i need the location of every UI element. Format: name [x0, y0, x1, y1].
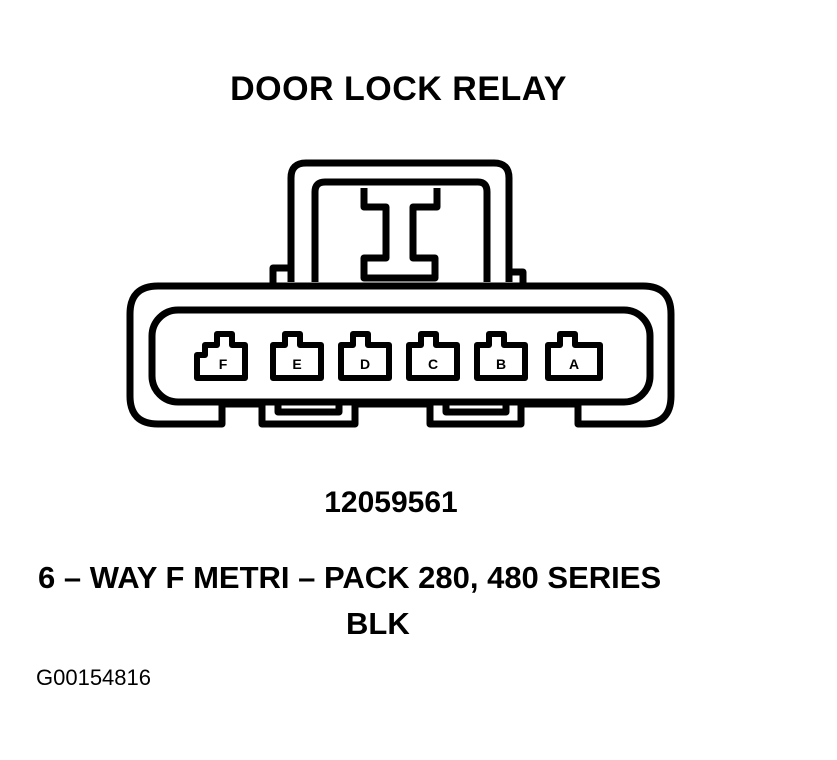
pin-label-d: D: [360, 356, 370, 372]
connector-description: 6 – WAY F METRI – PACK 280, 480 SERIES: [38, 560, 662, 595]
pin-label-f: F: [219, 356, 228, 372]
part-number: 12059561: [324, 486, 458, 519]
connector-latch-tbar: [360, 188, 441, 282]
pin-label-c: C: [428, 356, 438, 372]
pin-label-a: A: [569, 356, 579, 372]
terminal-cavity-c: [406, 331, 460, 381]
figure-id: G00154816: [36, 665, 151, 690]
connector-latch: [287, 159, 513, 282]
connector-inner-housing: [148, 306, 654, 406]
terminal-cavity-a: [545, 331, 603, 381]
terminal-cavity-e: [270, 331, 324, 381]
connector-key-left: [274, 404, 343, 416]
terminal-cavity-f: [194, 331, 248, 381]
connector-color-code: BLK: [346, 606, 410, 641]
connector-latch-inner: [311, 178, 491, 282]
connector-tab-right: [509, 268, 527, 286]
pin-label-e: E: [292, 356, 301, 372]
diagram-title: DOOR LOCK RELAY: [230, 70, 567, 108]
pin-label-b: B: [496, 356, 506, 372]
terminal-cavity-d: [338, 331, 392, 381]
connector-tab-left: [269, 264, 291, 286]
connector-key-right: [442, 404, 510, 416]
terminal-cavity-b: [474, 331, 528, 381]
